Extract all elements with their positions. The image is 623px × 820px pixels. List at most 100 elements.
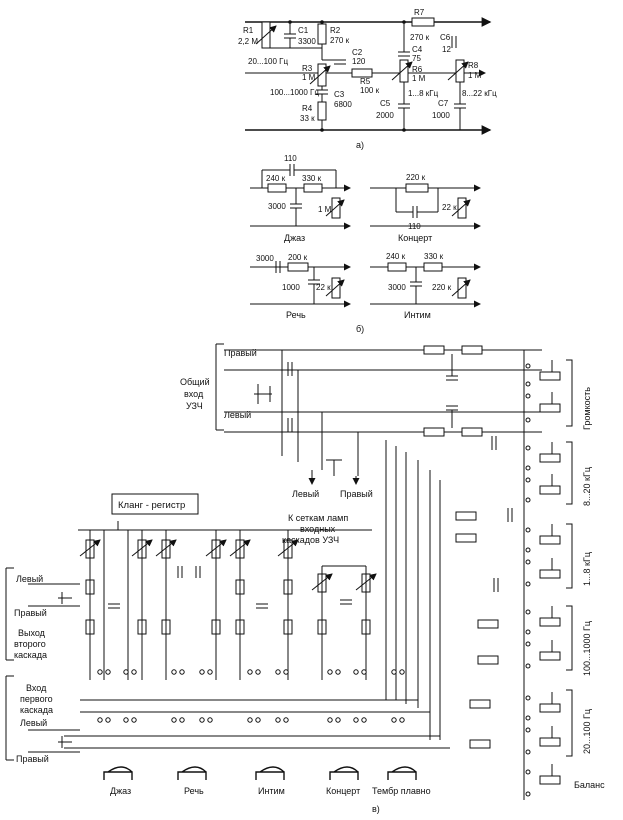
speech-c2-value: 1000: [282, 283, 300, 292]
preset-intim-label: Интим: [258, 786, 285, 796]
r8-value: 1 М: [468, 71, 482, 80]
c2-label: C2: [352, 48, 363, 57]
r3-value: 1 М: [302, 73, 316, 82]
volume-label: Громкость: [582, 387, 592, 430]
preset-jazz-label: Джаз: [110, 786, 131, 796]
jazz-c2-value: 3000: [268, 202, 286, 211]
speech-pot-value: 22 к: [316, 283, 331, 292]
panel-b-intim: [370, 262, 481, 308]
panel-c-labels: Правый Общий вход УЗЧ Левый Левый Правый…: [14, 348, 605, 814]
switch-contacts-lower: [97, 717, 405, 723]
out-right-label: Правый: [14, 608, 47, 618]
c4-value: 75: [412, 54, 421, 63]
grid-label-3: каскадов УЗЧ: [282, 535, 339, 545]
c7-label: C7: [438, 99, 449, 108]
preset-speech-label: Речь: [184, 786, 204, 796]
panel-b-caption: б): [356, 324, 364, 334]
c7-value: 1000: [432, 111, 450, 120]
pot-8-20k: [525, 442, 561, 503]
band-20-100-label: 20...100 Гц: [582, 709, 592, 754]
c1-value: 3300: [298, 37, 316, 46]
c3-label: C3: [334, 90, 345, 99]
preset-timbre-label: Тембр плавно: [372, 786, 431, 796]
c5-value: 2000: [376, 111, 394, 120]
c1-label: C1: [298, 26, 309, 35]
klang-register-label: Кланг - регистр: [118, 500, 185, 511]
module-concert: [311, 565, 377, 680]
tone-modules: [79, 530, 405, 723]
pot-column: [455, 350, 573, 800]
c3-value: 6800: [334, 100, 352, 109]
r1-label: R1: [243, 26, 254, 35]
panel-a-circuit: [245, 17, 492, 135]
in-first-label-1: Вход: [26, 683, 47, 693]
r2-label: R2: [330, 26, 341, 35]
r4-label: R4: [302, 104, 313, 113]
intim-c-value: 3000: [388, 283, 406, 292]
r6-label: R6: [412, 65, 423, 74]
jazz-title: Джаз: [284, 233, 305, 243]
pot-balance: [525, 764, 561, 797]
out-second-label-3: каскада: [14, 650, 47, 660]
klang-register-box: [111, 493, 199, 515]
common-input-label-2: вход: [184, 389, 204, 399]
panel-c-caption: в): [372, 804, 380, 814]
in-right-label: Правый: [16, 754, 49, 764]
out-second-label-2: второго: [14, 639, 46, 649]
intim-pot-value: 220 к: [432, 283, 452, 292]
concert-title: Концерт: [398, 233, 432, 243]
pot-1-8k: [525, 524, 561, 587]
module-speech: [155, 530, 227, 680]
band-1-8k-label: 1...8 кГц: [582, 552, 592, 586]
pot-20-100: [525, 692, 561, 755]
preset-button-intim[interactable]: [255, 766, 285, 780]
speech-r-value: 200 к: [288, 253, 308, 262]
r3-range: 100...1000 Гц: [270, 88, 319, 97]
preset-button-speech[interactable]: [177, 766, 207, 780]
intim-r2-value: 330 к: [424, 252, 444, 261]
panel-b-concert: [370, 183, 481, 230]
input-left-label: Левый: [224, 410, 251, 420]
c2-value: 120: [352, 57, 366, 66]
r1-value: 2,2 М: [238, 37, 258, 46]
pot-100-1000: [525, 606, 561, 669]
jazz-pot-value: 1 М: [318, 205, 332, 214]
preset-button-concert[interactable]: [329, 766, 359, 780]
pot-volume: [525, 360, 561, 423]
concert-r-value: 220 к: [406, 173, 426, 182]
r3-label: R3: [302, 64, 313, 73]
common-input-label-1: Общий: [180, 377, 210, 387]
panel-a-caption: а): [356, 140, 364, 150]
r7-value: 270 к: [410, 33, 430, 42]
r2-value: 270 к: [330, 36, 350, 45]
r6-value: 1 М: [412, 74, 426, 83]
intim-title: Интим: [404, 310, 431, 320]
out-left-label: Левый: [16, 574, 43, 584]
preset-button-timbre[interactable]: [387, 766, 417, 780]
band-100-1000-label: 100...1000 Гц: [582, 621, 592, 676]
concert-c-value: 110: [408, 222, 421, 231]
grid-left-label: Левый: [292, 489, 319, 499]
r4-value: 33 к: [300, 114, 315, 123]
in-left-label: Левый: [20, 718, 47, 728]
in-first-label-3: каскада: [20, 705, 53, 715]
module-jazz: [79, 530, 153, 680]
r5-value: 100 к: [360, 86, 380, 95]
input-right-label: Правый: [224, 348, 257, 358]
panel-c-wiring: [5, 343, 542, 761]
preset-button-jazz[interactable]: [103, 766, 133, 780]
intim-r1-value: 240 к: [386, 252, 406, 261]
c6-value: 12: [442, 45, 451, 54]
r1-range: 20...100 Гц: [248, 57, 288, 66]
c6-label: C6: [440, 33, 451, 42]
r8-range: 8...22 кГц: [462, 89, 497, 98]
jazz-r2-value: 330 к: [302, 174, 322, 183]
c5-label: C5: [380, 99, 391, 108]
grid-label-2: входных: [300, 524, 336, 534]
panel-b-jazz: [250, 164, 351, 230]
in-first-label-2: первого: [20, 694, 53, 704]
out-second-label-1: Выход: [18, 628, 46, 638]
switch-contacts-upper: [97, 669, 405, 675]
band-8-20k-label: 8...20 кГц: [582, 467, 592, 506]
